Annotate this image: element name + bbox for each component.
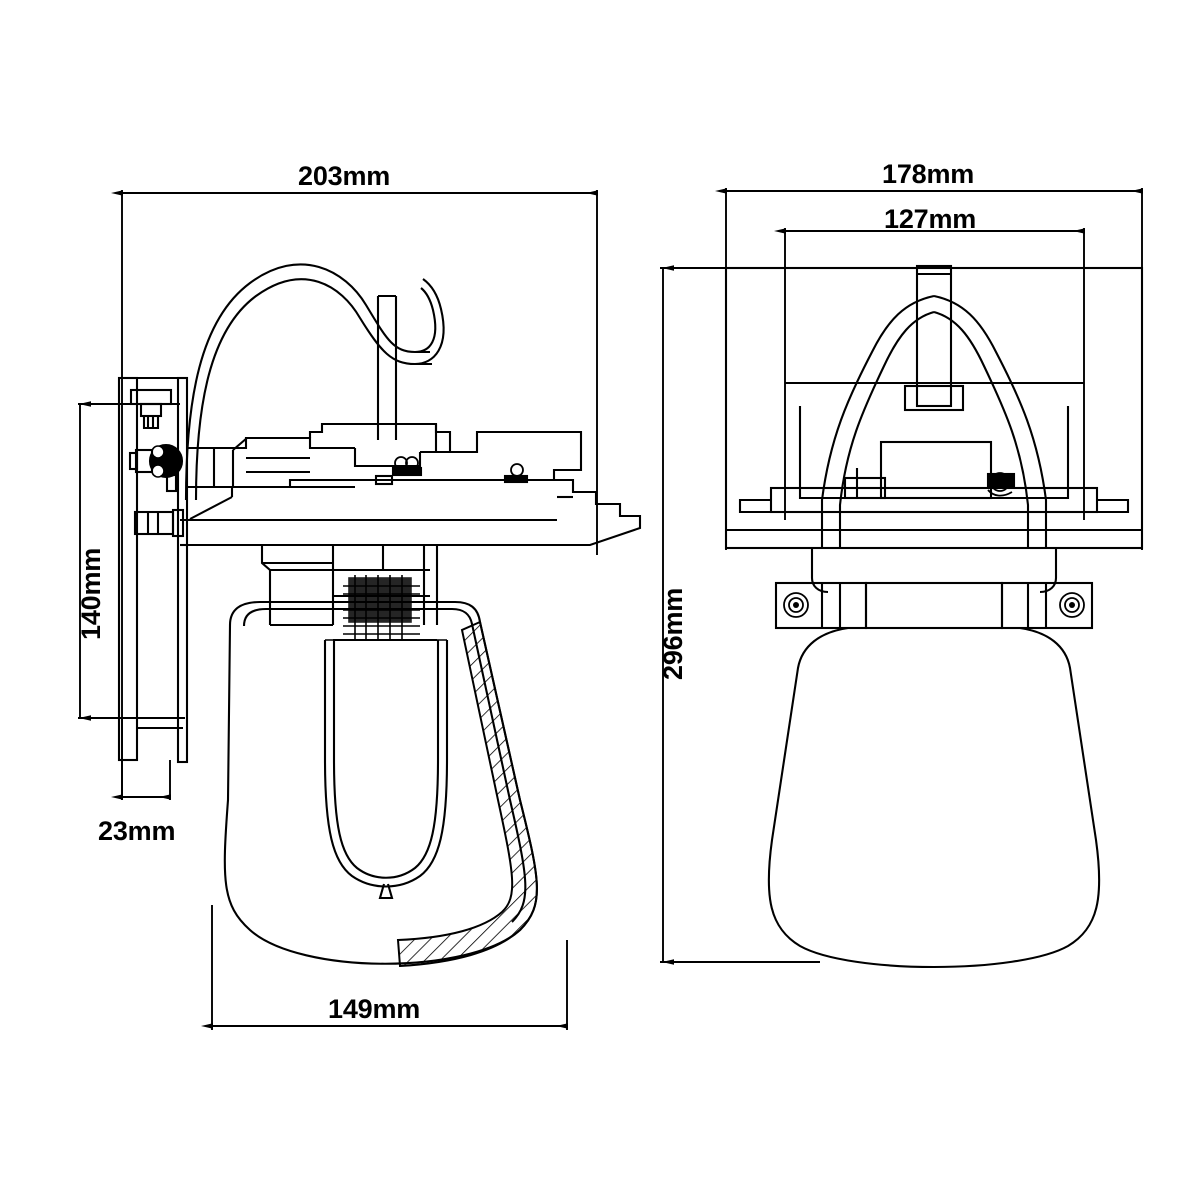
right-view-geometry — [724, 264, 1144, 968]
left-view-geometry — [117, 263, 642, 968]
left-view-dimension-lines — [78, 190, 598, 1030]
dimension-label-body-height: 140mm — [76, 547, 106, 640]
dimension-label-overall-height: 296mm — [658, 587, 688, 680]
dimension-label-backplate-depth: 23mm — [98, 816, 176, 846]
right-view-dimension-lines — [660, 188, 1143, 965]
dimension-label-mount-width: 127mm — [884, 204, 977, 234]
dimension-label-shade-diameter: 149mm — [328, 994, 421, 1024]
dimension-label-overall-projection: 203mm — [298, 161, 391, 191]
dimension-label-backplate-width: 178mm — [882, 159, 975, 189]
